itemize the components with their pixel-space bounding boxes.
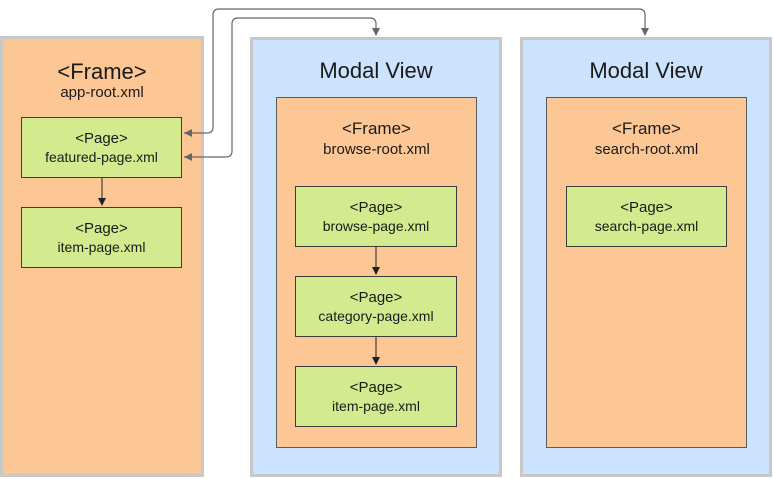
search-page-tag: <Page>	[620, 198, 673, 216]
browse-page-file: browse-page.xml	[322, 217, 430, 234]
search-page-node: <Page> search-page.xml	[566, 186, 727, 247]
search-root-frame: <Frame> search-root.xml	[546, 97, 747, 448]
app-root-title: <Frame>	[57, 59, 147, 84]
featured-page-node: <Page> featured-page.xml	[21, 117, 182, 178]
browse-item-page-tag: <Page>	[349, 378, 403, 396]
browse-item-page-file: item-page.xml	[332, 397, 420, 414]
search-root-file: search-root.xml	[594, 141, 699, 158]
search-modal-title: Modal View	[589, 58, 703, 83]
app-item-page-tag: <Page>	[75, 219, 128, 237]
category-page-file: category-page.xml	[318, 307, 434, 324]
category-page-tag: <Page>	[349, 288, 403, 306]
browse-item-page-node: <Page> item-page.xml	[295, 366, 457, 427]
app-item-page-file: item-page.xml	[57, 238, 146, 255]
featured-page-file: featured-page.xml	[45, 148, 158, 165]
browse-page-node: <Page> browse-page.xml	[295, 186, 457, 247]
search-root-title: <Frame>	[612, 119, 681, 138]
app-item-page-node: <Page> item-page.xml	[21, 207, 182, 268]
search-page-file: search-page.xml	[594, 217, 699, 234]
browse-root-title: <Frame>	[342, 119, 411, 138]
featured-page-tag: <Page>	[75, 129, 128, 147]
app-root-file: app-root.xml	[60, 84, 144, 101]
browse-root-file: browse-root.xml	[323, 141, 430, 158]
browse-modal-title: Modal View	[319, 58, 433, 83]
browse-page-tag: <Page>	[349, 198, 403, 216]
category-page-node: <Page> category-page.xml	[295, 276, 457, 337]
